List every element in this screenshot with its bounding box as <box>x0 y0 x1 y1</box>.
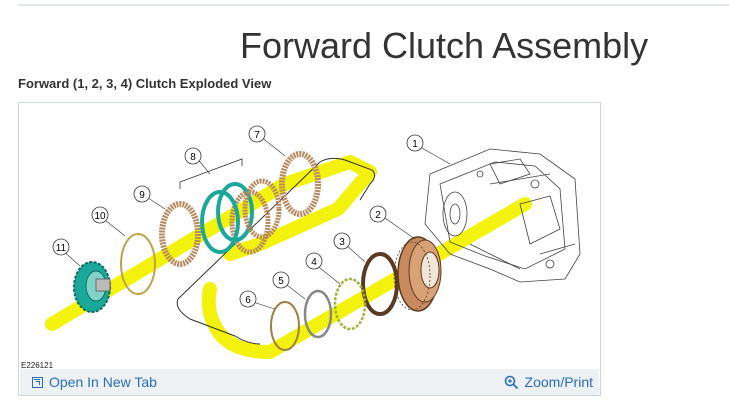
svg-text:7: 7 <box>254 130 260 141</box>
callout-6: 6 <box>239 290 257 308</box>
zoom-print-label: Zoom/Print <box>524 374 593 390</box>
svg-text:1: 1 <box>412 139 418 150</box>
transmission-case <box>424 148 581 283</box>
page-title: Forward Clutch Assembly <box>240 25 649 66</box>
svg-text:10: 10 <box>94 211 106 222</box>
svg-text:4: 4 <box>311 257 317 268</box>
callout-10: 10 <box>91 206 109 224</box>
callout-3: 3 <box>333 232 351 250</box>
callout-8: 8 <box>184 147 202 165</box>
clutch-drum <box>393 236 442 312</box>
friction-plate-9 <box>159 201 201 267</box>
svg-text:9: 9 <box>139 190 145 201</box>
svg-text:3: 3 <box>339 237 345 248</box>
svg-text:8: 8 <box>190 152 196 163</box>
top-divider <box>18 4 729 6</box>
exploded-view-figure: 1 2 3 4 5 6 7 8 9 10 11 E226121 Open In … <box>18 102 601 396</box>
snap-ring-5 <box>303 289 333 339</box>
svg-text:11: 11 <box>56 243 67 254</box>
friction-plate-7 <box>279 151 321 217</box>
zoom-icon <box>504 375 518 389</box>
exploded-view-diagram: 1 2 3 4 5 6 7 8 9 10 11 <box>45 125 581 359</box>
clutch-ring-3 <box>361 252 399 316</box>
group-bracket <box>179 158 243 189</box>
highlight-marker <box>45 155 532 359</box>
snap-ring-10 <box>120 233 156 295</box>
open-in-new-tab-link[interactable]: Open In New Tab <box>32 374 157 390</box>
callouts: 1 2 3 4 5 6 7 8 9 10 11 <box>52 125 424 308</box>
figure-toolbar: Open In New Tab Zoom/Print <box>20 369 599 395</box>
open-new-tab-icon <box>32 376 43 388</box>
callout-9: 9 <box>133 185 151 203</box>
assembly-outline <box>176 157 376 345</box>
callout-7: 7 <box>248 125 266 143</box>
svg-text:2: 2 <box>375 210 381 221</box>
callout-11: 11 <box>52 238 70 256</box>
clutch-hub-11 <box>73 261 111 313</box>
open-in-new-tab-label: Open In New Tab <box>49 374 157 390</box>
wave-spring-4 <box>333 277 367 331</box>
callout-1: 1 <box>406 134 424 152</box>
clutch-pack-8 <box>200 178 282 255</box>
figure-caption: Forward (1, 2, 3, 4) Clutch Exploded Vie… <box>18 76 272 91</box>
svg-text:6: 6 <box>245 295 251 306</box>
callout-2: 2 <box>369 205 387 223</box>
svg-text:5: 5 <box>278 276 284 287</box>
callout-5: 5 <box>272 271 290 289</box>
callout-4: 4 <box>305 252 323 270</box>
zoom-print-link[interactable]: Zoom/Print <box>504 374 593 390</box>
figure-id: E226121 <box>21 361 54 370</box>
snap-ring-6 <box>270 301 300 351</box>
